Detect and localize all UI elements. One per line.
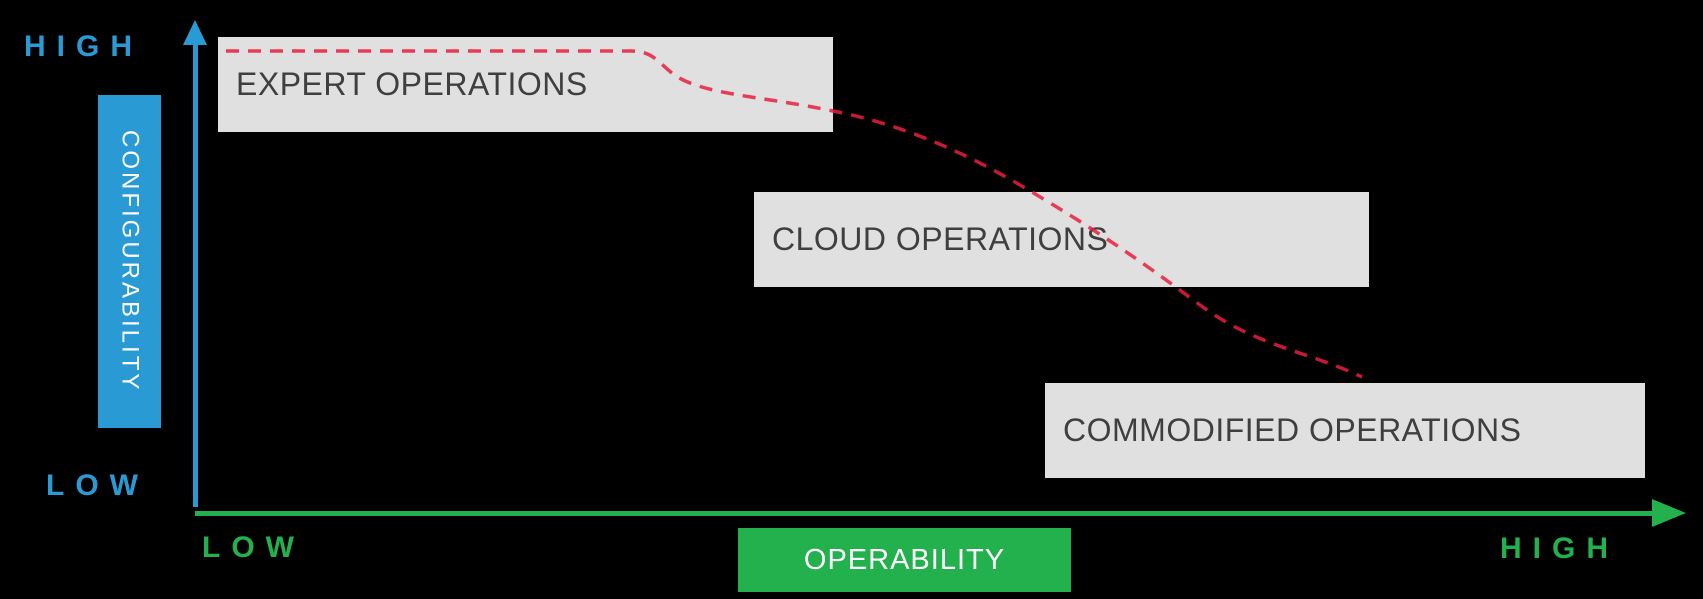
configurability-axis-title-box: CONFIGURABILITY xyxy=(98,95,161,428)
y-axis-low-label: LOW xyxy=(46,469,149,502)
x-axis-arrowhead-icon xyxy=(1652,499,1686,527)
cloud-operations-label: CLOUD OPERATIONS xyxy=(772,221,1109,257)
expert-operations-box: EXPERT OPERATIONS xyxy=(218,37,833,132)
x-axis-low-label: LOW xyxy=(202,531,305,564)
x-axis-high-label: HIGH xyxy=(1500,532,1619,565)
commodified-operations-label: COMMODIFIED OPERATIONS xyxy=(1063,412,1522,448)
operability-axis-title-box: OPERABILITY xyxy=(738,528,1071,592)
y-axis-high-label: HIGH xyxy=(24,30,143,63)
commodified-operations-box: COMMODIFIED OPERATIONS xyxy=(1045,383,1645,478)
expert-operations-label: EXPERT OPERATIONS xyxy=(236,66,588,102)
y-axis-arrowhead-icon xyxy=(183,20,207,45)
cloud-operations-box: CLOUD OPERATIONS xyxy=(754,192,1369,287)
configurability-axis-title: CONFIGURABILITY xyxy=(116,130,144,393)
operability-axis-title: OPERABILITY xyxy=(803,543,1006,576)
